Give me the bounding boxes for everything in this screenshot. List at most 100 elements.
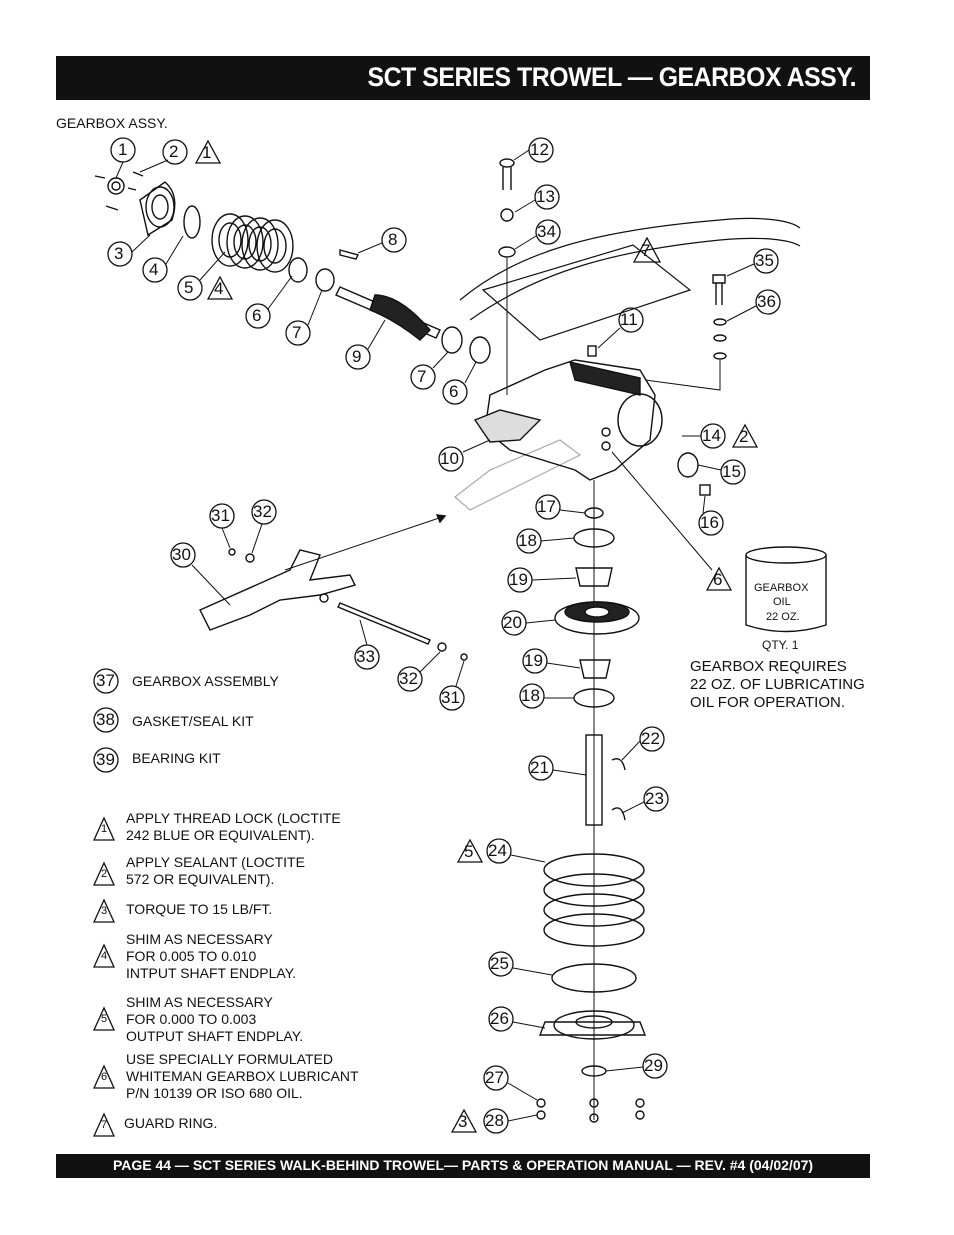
callout-17: 17	[537, 497, 556, 516]
kit-label-38: GASKET/SEAL KIT	[132, 713, 254, 729]
callout-1: 1	[118, 140, 128, 159]
oil-can-label-2: OIL	[773, 596, 791, 608]
oil-qty: QTY. 1	[762, 638, 799, 652]
kit-label-37: GEARBOX ASSEMBLY	[132, 673, 279, 689]
seal-right	[469, 336, 491, 364]
note-4-text: SHIM AS NECESSARY FOR 0.005 TO 0.010 INT…	[126, 931, 297, 981]
callout-24: 24	[488, 841, 507, 860]
arm-30	[199, 549, 357, 631]
callout-32a: 32	[253, 502, 272, 521]
shim-stack-input	[211, 213, 294, 273]
gearbox-oil-can	[745, 546, 827, 633]
note-2-text: APPLY SEALANT (LOCTITE 572 OR EQUIVALENT…	[126, 854, 305, 887]
callout-7b: 7	[417, 367, 427, 386]
diagram-subtitle: GEARBOX ASSY.	[56, 115, 168, 131]
plug-16	[699, 484, 711, 496]
oil-requirement-note: GEARBOX REQUIRES 22 OZ. OF LUBRICATING O…	[690, 658, 865, 711]
note-3-text: TORQUE TO 15 LB/FT.	[126, 901, 273, 917]
callout-20: 20	[503, 613, 522, 632]
bottom-cover-26	[538, 1010, 647, 1040]
trowel-frame-outline	[454, 217, 801, 511]
bearing-right	[441, 326, 463, 354]
callout-22: 22	[641, 729, 660, 748]
side-bolt-group	[644, 274, 727, 391]
arm-leader	[284, 515, 446, 571]
note-triangles	[92, 139, 759, 1137]
callout-32b: 32	[399, 669, 418, 688]
callout-12: 12	[530, 140, 549, 159]
seal-15	[677, 452, 699, 478]
callout-5: 5	[184, 278, 194, 297]
top-bolt-group	[498, 158, 516, 395]
callout-19b: 19	[524, 651, 543, 670]
callout-25: 25	[490, 954, 509, 973]
triangle-3-label: 3	[458, 1112, 468, 1131]
note-6-text: USE SPECIALLY FORMULATED WHITEMAN GEARBO…	[126, 1051, 359, 1101]
arrow-head	[435, 514, 447, 524]
kit-label-39: BEARING KIT	[132, 750, 221, 766]
triangle-7-label: 7	[641, 241, 651, 260]
callout-9: 9	[352, 347, 362, 366]
output-shaft-21	[585, 734, 626, 826]
vent-plug-11	[587, 345, 597, 357]
callout-34: 34	[537, 222, 556, 241]
callout-31b: 31	[441, 688, 460, 707]
callout-30: 30	[172, 545, 191, 564]
note-2-number: 2	[101, 868, 108, 880]
callout-3: 3	[114, 244, 124, 263]
callout-31a: 31	[211, 506, 230, 525]
kit-number-39: 39	[96, 750, 115, 769]
callout-18a: 18	[518, 531, 537, 550]
washer-32b	[437, 642, 447, 652]
triangle-6-label: 6	[713, 570, 723, 589]
callout-6a: 6	[252, 306, 262, 325]
key-8	[339, 249, 360, 260]
callout-29: 29	[644, 1056, 663, 1075]
note-4-number: 4	[101, 950, 108, 962]
callout-27: 27	[485, 1068, 504, 1087]
callout-2: 2	[169, 142, 179, 161]
kit-number-38: 38	[96, 710, 115, 729]
kit-number-37: 37	[96, 671, 115, 690]
washer-32a	[245, 553, 255, 563]
oil-can-label-1: GEARBOX	[754, 582, 809, 594]
title-bar: SCT SERIES TROWEL — GEARBOX ASSY.	[56, 56, 870, 100]
callout-11: 11	[620, 310, 638, 329]
bearing-left	[315, 268, 335, 292]
pin-33	[337, 602, 431, 645]
callout-36: 36	[757, 292, 776, 311]
lube-leader	[611, 451, 713, 571]
callout-26: 26	[490, 1009, 509, 1028]
callout-18b: 18	[521, 686, 540, 705]
callout-leaders	[115, 149, 757, 1122]
callout-15: 15	[722, 462, 741, 481]
callout-33: 33	[356, 647, 375, 666]
callout-8: 8	[388, 230, 398, 249]
gearbox-housing	[473, 359, 663, 481]
cone-19a	[575, 567, 613, 587]
callout-10: 10	[440, 449, 459, 468]
cone-19b	[579, 659, 611, 679]
note-5-number: 5	[101, 1013, 108, 1025]
triangle-5-label: 5	[464, 842, 474, 861]
footer-text: PAGE 44 — SCT SERIES WALK-BEHIND TROWEL—…	[112, 1157, 814, 1173]
callout-16: 16	[700, 513, 719, 532]
washer-31b	[460, 653, 468, 661]
callout-6b: 6	[449, 382, 459, 401]
triangle-2-label: 2	[739, 427, 749, 446]
triangle-4-label: 4	[214, 279, 224, 298]
footer-bar: PAGE 44 — SCT SERIES WALK-BEHIND TROWEL—…	[56, 1154, 870, 1178]
callout-28: 28	[485, 1111, 504, 1130]
callout-23: 23	[645, 789, 664, 808]
bull-gear-20	[554, 601, 640, 635]
callout-19a: 19	[509, 570, 528, 589]
note-5-text: SHIM AS NECESSARY FOR 0.000 TO 0.003 OUT…	[126, 994, 304, 1044]
note-7-text: GUARD RING.	[124, 1115, 218, 1131]
seal-left	[288, 257, 308, 283]
shim-stack-output	[543, 853, 645, 947]
callout-circles	[93, 137, 781, 1134]
note-6-number: 6	[101, 1071, 108, 1083]
note-1-number: 1	[101, 823, 108, 835]
callout-4: 4	[149, 260, 159, 279]
